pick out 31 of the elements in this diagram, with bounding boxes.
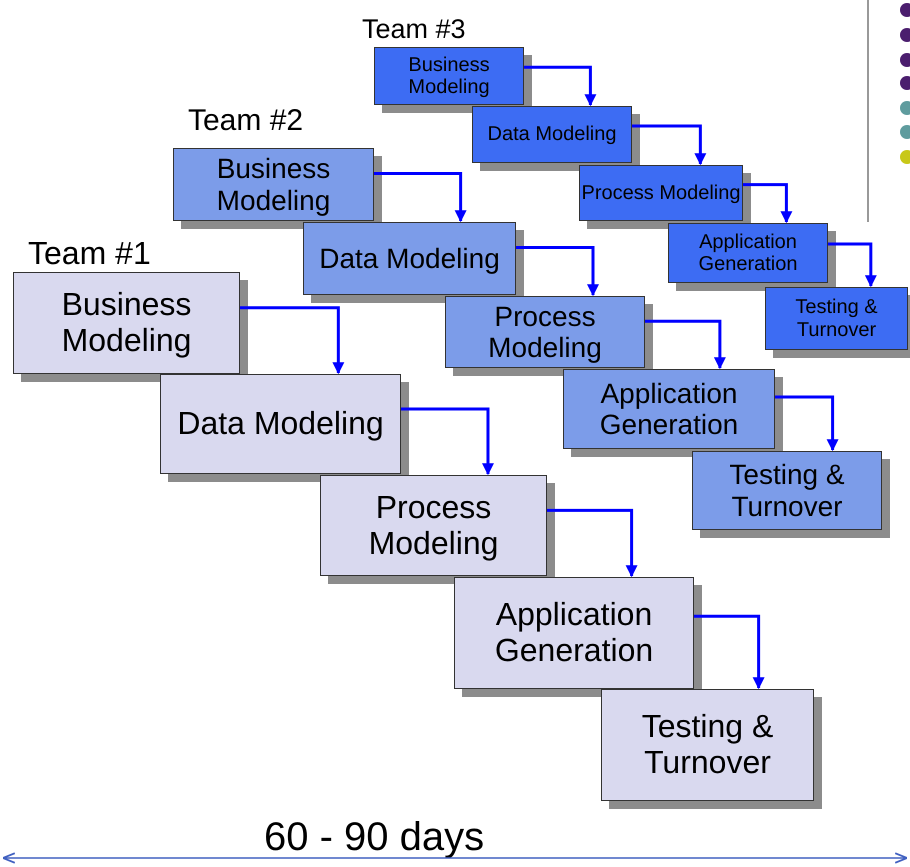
arrow xyxy=(401,408,494,476)
team-label: Team #1 xyxy=(28,235,151,272)
arrow xyxy=(743,183,792,224)
arrow xyxy=(694,614,765,690)
arrow xyxy=(516,246,599,296)
step-label: Testing & Turnover xyxy=(728,459,846,522)
team-label: Team #2 xyxy=(188,104,304,138)
step-label: Application Generation xyxy=(698,230,798,276)
step-label: Application Generation xyxy=(598,378,740,440)
arrow xyxy=(374,172,467,222)
arrow xyxy=(775,396,839,452)
step-label: Process Modeling xyxy=(487,300,603,364)
step-label: Business Modeling xyxy=(216,153,332,216)
duration-label: 60 - 90 days xyxy=(264,815,484,860)
step-label: Business Modeling xyxy=(407,54,491,98)
step-label: Business Modeling xyxy=(60,287,192,359)
step-label: Process Modeling xyxy=(582,182,740,204)
step-label: Testing & Turnover xyxy=(640,709,774,781)
step-label: Process Modeling xyxy=(368,490,500,562)
arrow xyxy=(828,242,877,288)
arrow xyxy=(240,306,344,374)
arrow xyxy=(524,66,596,106)
arrow xyxy=(632,124,706,166)
step-label: Data Modeling xyxy=(488,123,616,146)
arrow xyxy=(547,508,638,578)
step-label: Application Generation xyxy=(494,597,654,669)
step-label: Testing & Turnover xyxy=(794,296,879,341)
step-label: Data Modeling xyxy=(177,406,384,442)
team-label: Team #3 xyxy=(362,14,466,45)
step-label: Data Modeling xyxy=(319,242,500,274)
arrow xyxy=(645,320,726,370)
